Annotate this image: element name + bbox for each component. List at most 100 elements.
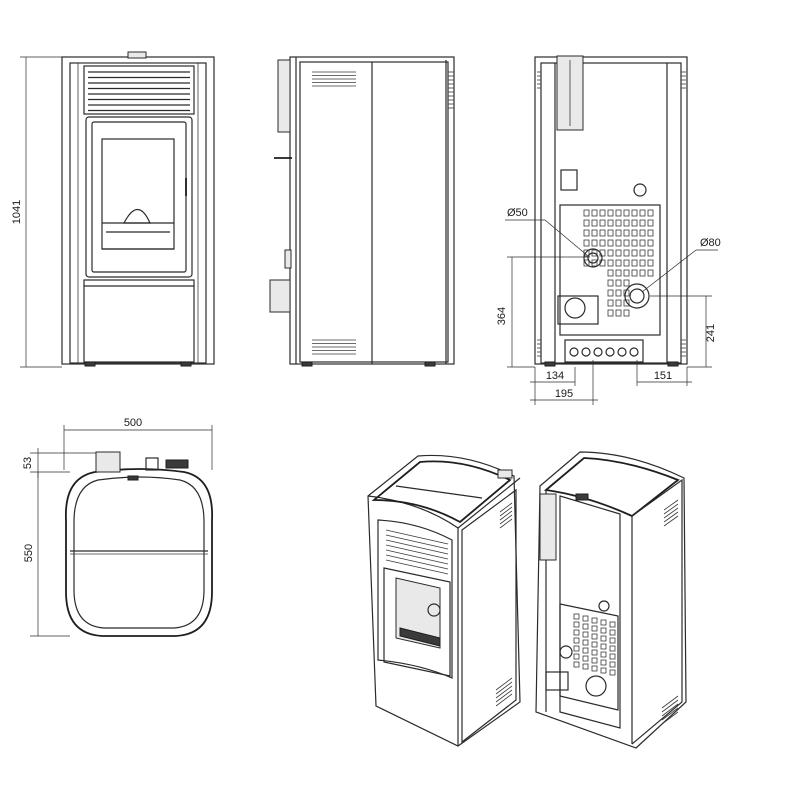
vent-slot [573,621,580,628]
vent-slot [582,623,589,630]
vent-slot [609,637,616,644]
hatch-line [663,507,679,519]
hatch-line [385,539,449,555]
vent-slot [615,269,622,277]
rear-fins-right [681,71,686,357]
vent-slot [607,259,614,267]
perspective-side-fins [495,502,513,707]
vent-slot [583,259,590,267]
hatch-line [499,518,513,529]
vent-slot [591,641,598,648]
vent-slot [623,309,630,317]
vent-slot [607,269,614,277]
vent-slot [647,229,654,237]
perspective-rear-fins [661,499,679,725]
vent-slot [582,639,589,646]
vent-slot [647,239,654,247]
vent-slot [607,209,614,217]
dim-364-label: 364 [496,307,508,325]
hatch-line [495,681,513,695]
dim-bottom-offsets: 134 151 195 [530,360,692,405]
perspective-rear-vents [573,613,616,676]
dim-air-inlet-height: 241 [650,295,717,368]
hatch-line [661,695,679,709]
vent-slot [615,229,622,237]
side-view [269,56,455,367]
vent-slot [615,259,622,267]
vent-slot [615,309,622,317]
vent-slot [607,309,614,317]
dim-195-label: 195 [555,388,573,400]
vent-slot [573,613,580,620]
vent-slot [631,229,638,237]
hatch-line [499,502,513,513]
hatch-line [495,689,513,703]
vent-slot [573,629,580,636]
vent-slot [591,229,598,237]
vent-slot [607,239,614,247]
vent-slot [600,619,607,626]
rear-fins-left [537,71,541,357]
vent-slot [631,249,638,257]
vent-slot [609,621,616,628]
socket-icon [617,347,627,357]
dim-550-label: 550 [23,544,35,562]
vent-slot [647,269,654,277]
vent-slot [609,661,616,668]
hatch-line [385,559,449,575]
hatch-line [663,503,679,515]
dim-diameter-large: Ø80 [641,237,721,293]
vent-slot [591,625,598,632]
dim-241-label: 241 [705,324,717,342]
top-view: 500 53 550 [22,417,213,637]
vent-slot [591,633,598,640]
vent-slot [607,229,614,237]
diameter-small-label: Ø50 [507,207,528,219]
vent-slot [607,299,614,307]
vent-slot [591,665,598,672]
dim-500-label: 500 [124,417,142,429]
front-grill [83,65,195,115]
dim-height-label: 1041 [11,200,23,224]
side-vent-bottom [312,339,356,355]
dim-151-label: 151 [654,370,672,382]
pressure-gauge-icon [633,183,647,197]
vent-slot [599,239,606,247]
vent-slot [599,229,606,237]
vent-slot [573,637,580,644]
vent-slot [639,219,646,227]
vent-slot [609,653,616,660]
vent-slot [639,239,646,247]
rear-fan [557,295,599,325]
vent-slot [600,627,607,634]
vent-slot [639,269,646,277]
hatch-line [385,534,449,550]
vent-slot [623,249,630,257]
hatch-line [661,707,679,721]
vent-slot [631,209,638,217]
vent-slot [615,279,622,287]
vent-slot [573,645,580,652]
vent-slot [615,249,622,257]
vent-slot [623,269,630,277]
side-vent-top [312,71,356,87]
hatch-line [385,544,449,560]
hatch-line [661,699,679,713]
rear-view: Ø50 Ø80 364 241 [496,55,721,405]
hatch-line [385,549,449,565]
socket-icon [581,347,591,357]
vent-slot [591,209,598,217]
dim-top-rear: 53 [22,448,96,478]
hatch-line [499,510,513,521]
vent-slot [591,649,598,656]
vent-slot [607,279,614,287]
vent-slot [615,289,622,297]
vent-slot [631,269,638,277]
vent-slot [591,239,598,247]
vent-slot [623,219,630,227]
vent-slot [647,259,654,267]
vent-slot [639,229,646,237]
vent-slot [600,659,607,666]
vent-slot [600,635,607,642]
vent-slot [600,643,607,650]
